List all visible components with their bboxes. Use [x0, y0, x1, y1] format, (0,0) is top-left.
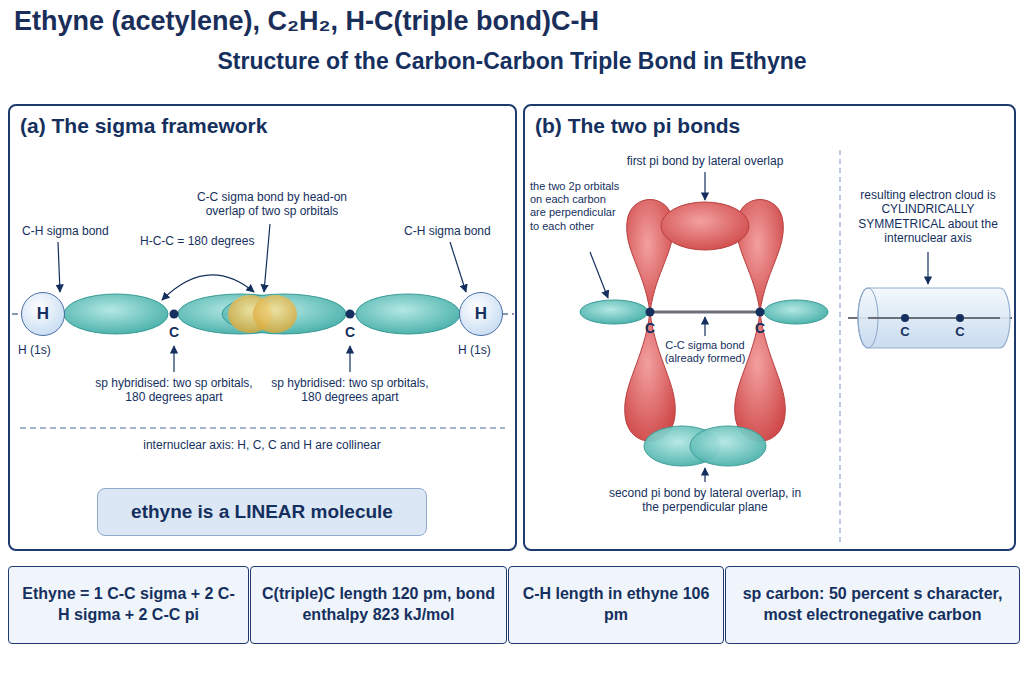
panel-box: (b) The two pi bonds — [523, 104, 1016, 551]
node-text: C(triple)C length 120 pm, bond enthalpy … — [261, 584, 496, 626]
leader-arrow — [704, 317, 705, 336]
leader-arrow — [173, 346, 174, 372]
leader-arrow — [349, 346, 350, 372]
atom-label: C — [340, 324, 360, 341]
leader-arrow — [450, 242, 466, 292]
bond-label: first pi bond by lateral overlap — [590, 154, 820, 168]
subtitle: Structure of the Carbon-Carbon Triple Bo… — [32, 48, 992, 76]
bond-label: C-C sigma bond by head-on overlap of two… — [177, 190, 367, 219]
carbon-nucleus — [901, 314, 909, 322]
node-text: ethyne is a LINEAR molecule — [131, 501, 393, 523]
carbon-nucleus — [346, 310, 355, 319]
sp-orbital-lobe — [356, 294, 460, 334]
p-orbital-lobe — [625, 312, 676, 441]
carbon-nucleus — [646, 308, 655, 317]
hydrogen-atom: H — [21, 292, 65, 336]
diagram-title: Ethyne (acetylene), C₂H₂, H-C(triple bon… — [14, 6, 599, 37]
orbital-label: H (1s) — [458, 343, 518, 357]
sp-orbital-lobe — [222, 294, 346, 334]
sigma-bond-line — [654, 311, 756, 314]
fact-box: C(triple)C length 120 pm, bond enthalpy … — [250, 566, 507, 644]
leader-arrow — [58, 242, 60, 292]
atom-label: C — [640, 320, 660, 337]
divider-line — [839, 150, 840, 545]
leader-arrow — [704, 172, 705, 200]
overlap-region — [253, 295, 297, 333]
atom-label: C — [164, 324, 184, 341]
leader-arrow — [590, 252, 608, 298]
sp-orbital-lobe — [64, 294, 168, 334]
sp-orbital-lobe — [178, 294, 302, 334]
angle-arrow — [162, 275, 254, 300]
p-orbital-lobe — [580, 300, 648, 324]
axis-note: internuclear axis: H, C, C and H are col… — [27, 438, 497, 452]
bond-label: C-H sigma bond — [404, 224, 524, 238]
panel-box: (a) The sigma frameworkH Hethyne is a LIN… — [8, 104, 517, 551]
bond-label: C-H sigma bond — [22, 224, 142, 238]
internuclear-axis — [848, 317, 1012, 319]
internuclear-axis — [868, 317, 1000, 319]
atom-label: C — [750, 320, 770, 337]
node-text: H — [37, 304, 49, 324]
carbon-nucleus — [170, 310, 179, 319]
orbital-label: H (1s) — [18, 343, 78, 357]
divider-line — [20, 427, 505, 428]
fact-box: sp carbon: 50 percent s character, most … — [725, 566, 1020, 644]
symmetry-note: resulting electron cloud is CYLINDRICALL… — [848, 188, 1008, 246]
leader-arrow — [704, 468, 705, 482]
conclusion-box: ethyne is a LINEAR molecule — [97, 488, 427, 536]
hydrogen-atom: H — [459, 292, 503, 336]
fact-box: Ethyne = 1 C-C sigma + 2 C-H sigma + 2 C… — [8, 566, 249, 644]
atom-label: C — [895, 324, 915, 340]
hybridisation-note: sp hybridised: two sp orbitals, 180 degr… — [90, 376, 258, 405]
angle-label: H-C-C = 180 degrees — [140, 234, 290, 248]
bond-label: C-C sigma bond (already formed) — [661, 339, 749, 365]
p-orbital-lobe — [735, 312, 786, 441]
atom-label: C — [950, 324, 970, 340]
pi-bond-overlap — [690, 426, 766, 466]
carbon-nucleus — [756, 308, 765, 317]
leader-arrow — [264, 224, 270, 292]
node-text: C-H length in ethyne 106 pm — [519, 584, 713, 626]
fact-box: C-H length in ethyne 106 pm — [508, 566, 724, 644]
node-text: Ethyne = 1 C-C sigma + 2 C-H sigma + 2 C… — [19, 584, 238, 626]
panel-heading: (a) The sigma framework — [20, 114, 267, 138]
leader-arrow — [927, 252, 928, 284]
orbital-note: the two 2p orbitals on each carbon are p… — [530, 180, 622, 233]
node-text: sp carbon: 50 percent s character, most … — [736, 584, 1009, 626]
electron-cylinder — [858, 288, 1010, 348]
panel-heading: (b) The two pi bonds — [535, 114, 740, 138]
bond-label: second pi bond by lateral overlap, in th… — [605, 486, 805, 515]
p-orbital-lobe — [764, 300, 828, 324]
carbon-nucleus — [956, 314, 964, 322]
pi-bond-overlap — [661, 202, 749, 250]
hybridisation-note: sp hybridised: two sp orbitals, 180 degr… — [266, 376, 434, 405]
node-text: H — [475, 304, 487, 324]
